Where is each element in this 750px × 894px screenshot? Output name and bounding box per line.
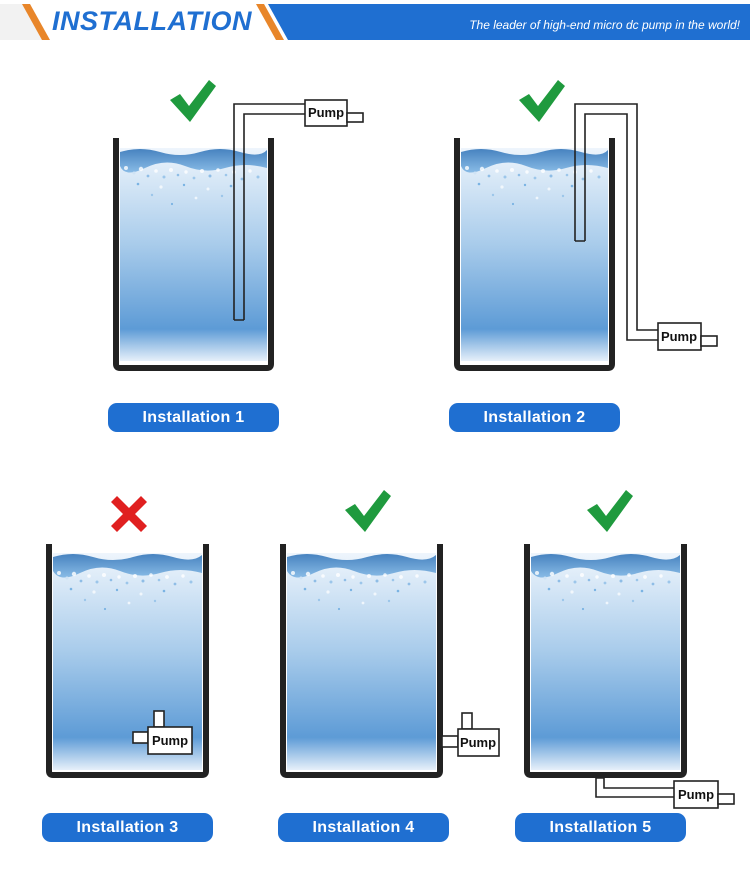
pump-label-1: Pump <box>308 105 344 120</box>
installation-2-diagram: Pump <box>454 80 718 371</box>
check-icon <box>345 490 391 532</box>
pump-box-2 <box>657 322 702 351</box>
header-banner: INSTALLATION The leader of high-end micr… <box>0 0 750 46</box>
installation-1-label: Installation 1 <box>108 403 279 432</box>
check-icon <box>587 490 633 532</box>
check-icon <box>519 80 565 122</box>
pump-box-3 <box>147 726 193 755</box>
installation-4-label: Installation 4 <box>278 813 449 842</box>
pump-box-1 <box>304 99 348 127</box>
installation-5-label: Installation 5 <box>515 813 686 842</box>
installation-5-diagram: Pump <box>524 490 735 809</box>
page-title: INSTALLATION <box>52 6 252 36</box>
header-tagline: The leader of high-end micro dc pump in … <box>469 18 740 32</box>
installation-4-diagram: Pump <box>280 490 500 778</box>
installation-3-label: Installation 3 <box>42 813 213 842</box>
installation-3-diagram: Pump <box>46 496 209 778</box>
pump-label-4: Pump <box>460 735 496 750</box>
cross-icon <box>111 496 147 532</box>
installation-1-diagram: Pump <box>113 80 364 371</box>
installation-2-label: Installation 2 <box>449 403 620 432</box>
pump-label-5: Pump <box>678 787 714 802</box>
pump-label-2: Pump <box>661 329 697 344</box>
pump-label-3: Pump <box>152 733 188 748</box>
header-background <box>0 0 750 46</box>
check-icon <box>170 80 216 122</box>
pump-box-4 <box>457 728 500 757</box>
